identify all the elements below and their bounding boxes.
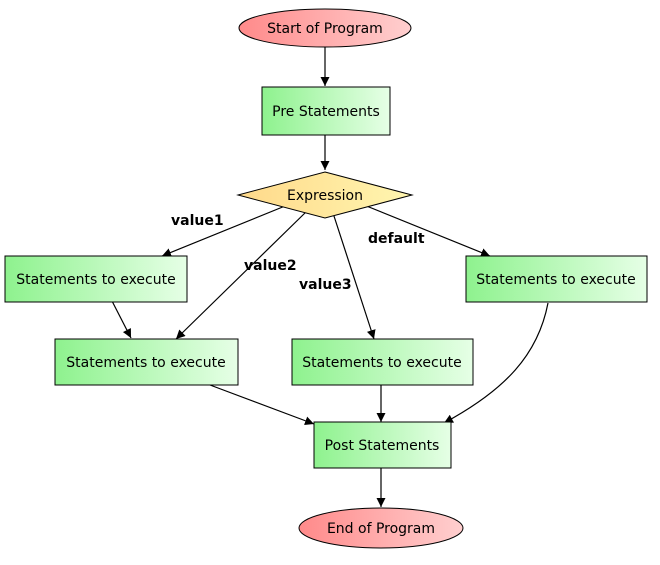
edge-label-default: default xyxy=(368,231,425,247)
edge-expression-to-case3 xyxy=(332,212,376,340)
edge-default-to-post xyxy=(443,302,549,424)
pre-statements-node[interactable]: Pre Statements xyxy=(261,86,391,136)
edge-label-value2: value2 xyxy=(244,258,297,274)
case3-label: Statements to execute xyxy=(302,355,461,371)
nodes: Start of Program Pre Statements Expressi… xyxy=(4,8,648,549)
expression-node[interactable]: Expression xyxy=(236,171,414,219)
edge-labels: value1 value2 value3 default xyxy=(171,213,425,293)
case-default-box xyxy=(465,255,648,303)
edge-case1-to-case2 xyxy=(111,300,132,339)
case-default-label: Statements to execute xyxy=(476,272,635,288)
case3-node[interactable]: Statements to execute xyxy=(291,338,474,386)
expression-diamond xyxy=(236,171,414,219)
case-default-node[interactable]: Statements to execute xyxy=(465,255,648,303)
end-node[interactable]: End of Program xyxy=(298,507,464,549)
start-terminal-shape xyxy=(238,8,412,48)
edge-expression-to-default xyxy=(363,204,491,257)
end-node-label: End of Program xyxy=(327,521,435,537)
edge-case2-to-post xyxy=(209,384,315,426)
post-statements-label: Post Statements xyxy=(325,438,440,454)
edge-expression-to-case1 xyxy=(161,203,291,257)
case2-box xyxy=(54,338,239,386)
start-node-label: Start of Program xyxy=(267,21,383,37)
edges xyxy=(111,46,549,507)
post-statements-box xyxy=(313,421,452,469)
post-statements-node[interactable]: Post Statements xyxy=(313,421,452,469)
case2-label: Statements to execute xyxy=(66,355,225,371)
edge-label-value3: value3 xyxy=(299,277,352,293)
edge-expression-to-case2 xyxy=(175,210,308,340)
expression-label: Expression xyxy=(287,188,363,204)
edge-label-value1: value1 xyxy=(171,213,224,229)
pre-statements-label: Pre Statements xyxy=(272,104,380,120)
end-terminal-shape xyxy=(298,507,464,549)
case1-label: Statements to execute xyxy=(16,272,175,288)
case3-box xyxy=(291,338,474,386)
pre-statements-box xyxy=(261,86,391,136)
case1-node[interactable]: Statements to execute xyxy=(4,255,188,303)
case2-node[interactable]: Statements to execute xyxy=(54,338,239,386)
case1-box xyxy=(4,255,188,303)
start-node[interactable]: Start of Program xyxy=(238,8,412,48)
